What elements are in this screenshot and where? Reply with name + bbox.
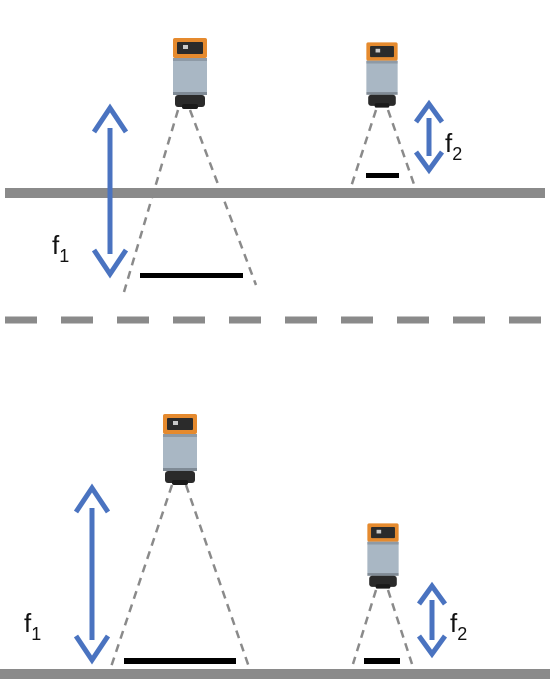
fov-line-top-right-a (348, 109, 378, 191)
bottom-scene: f1 f2 (0, 414, 550, 679)
target-bar-top-right (366, 173, 399, 178)
target-bar-top-left (140, 273, 243, 278)
camera-icon (173, 38, 207, 109)
target-bar-bottom-left (124, 658, 236, 664)
focal-label-bottom-right: f2 (450, 608, 467, 644)
fov-line-top-left-a (122, 109, 180, 293)
double-arrow-icon (73, 483, 111, 665)
double-arrow-icon (416, 581, 448, 659)
camera-icon (163, 414, 197, 485)
floor-line-top (5, 188, 545, 198)
focal-label-top-right: f2 (445, 128, 462, 164)
focal-label-top-left: f1 (52, 230, 69, 266)
double-arrow-icon (413, 99, 445, 175)
camera-icon (367, 523, 399, 589)
fov-line-top-right-b (386, 109, 418, 191)
fov-line-bottom-right-a (351, 589, 378, 665)
fov-line-bottom-right-b (386, 589, 414, 665)
target-bar-bottom-right (364, 658, 400, 664)
fov-line-bottom-left-b (184, 484, 252, 671)
top-scene: f1 f2 (5, 38, 545, 293)
fov-line-top-left-b (188, 109, 258, 286)
focal-label-bottom-left: f1 (24, 608, 41, 644)
floor-line-bottom (0, 669, 550, 679)
camera-icon (366, 42, 398, 108)
double-arrow-icon (91, 103, 129, 279)
fov-line-bottom-left-a (108, 484, 174, 671)
